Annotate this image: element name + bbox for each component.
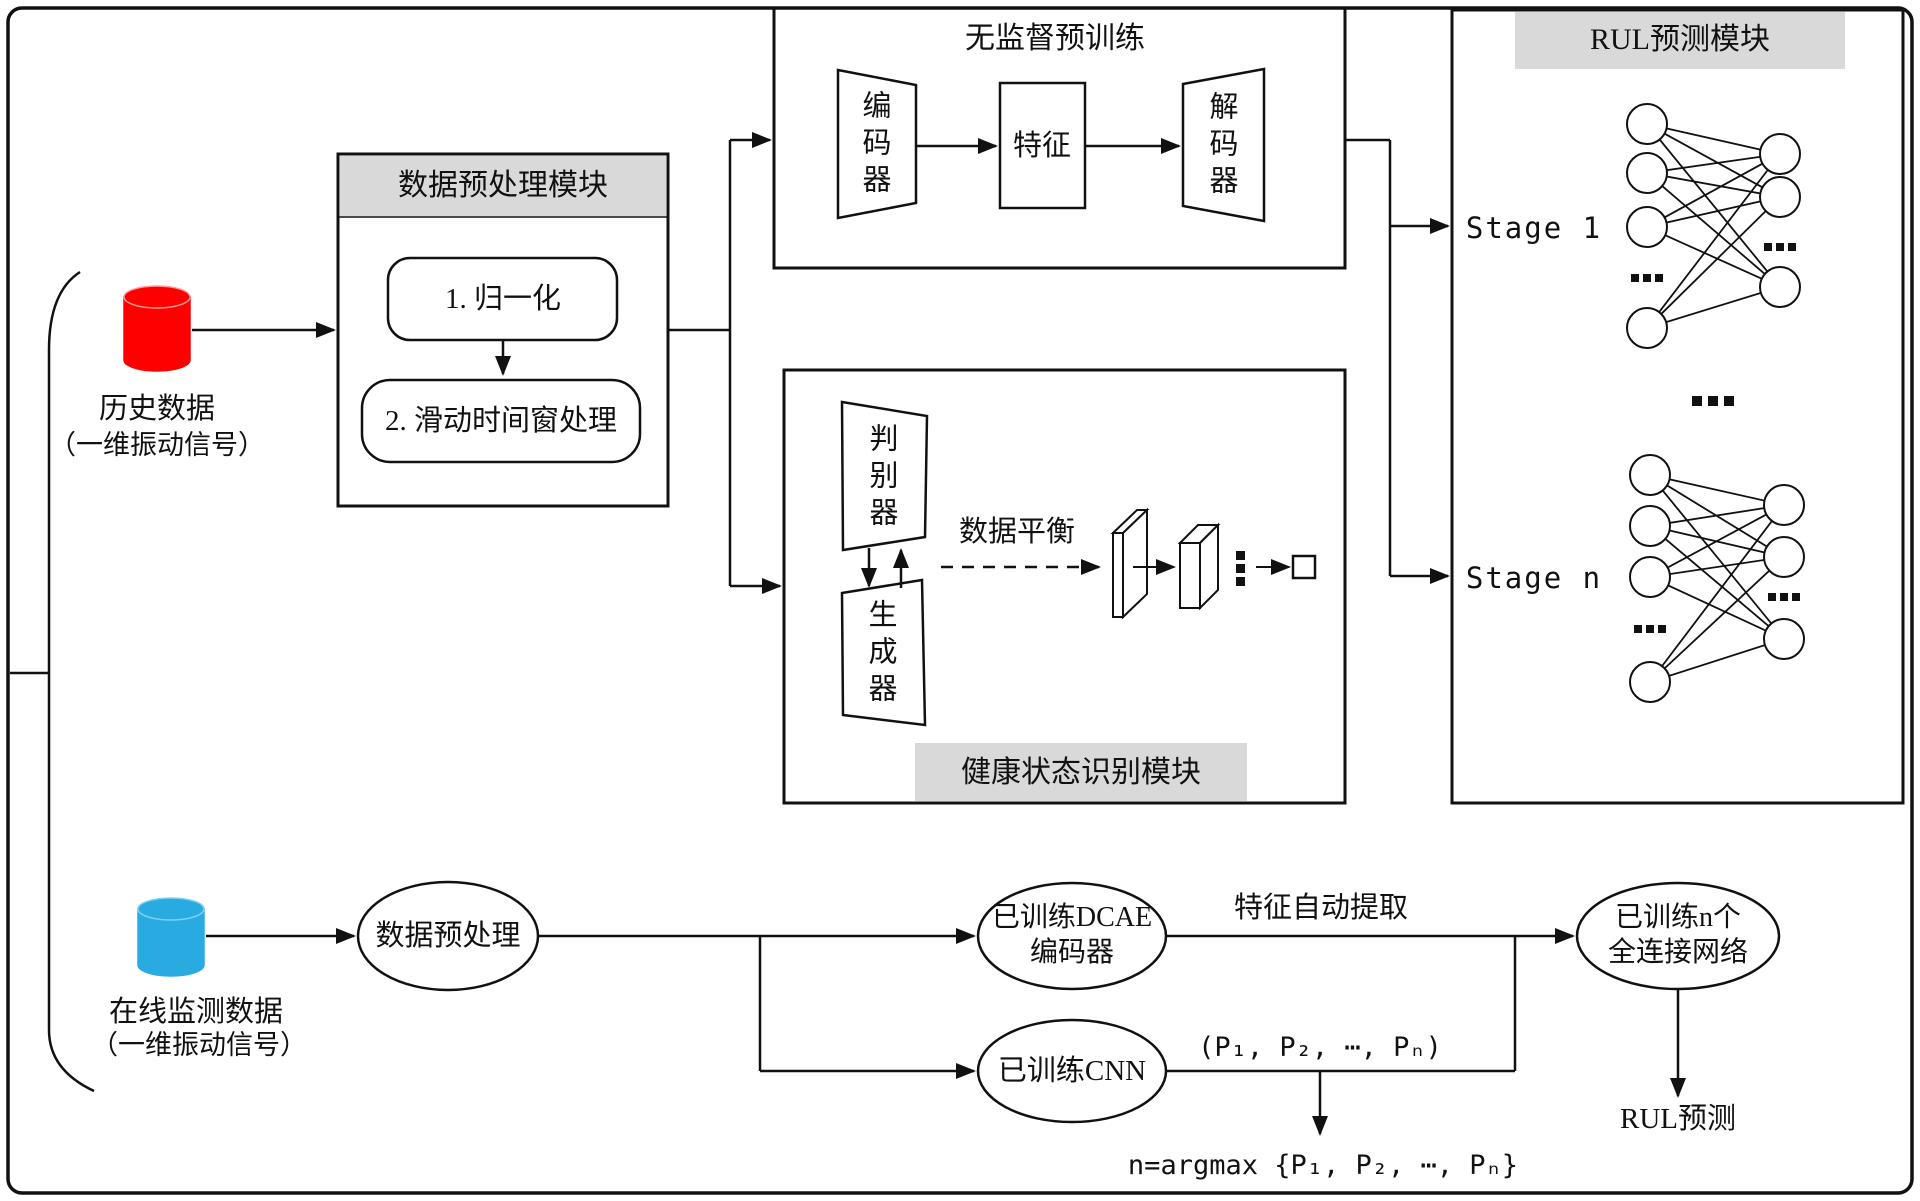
dcae-encoder-label: 已训练DCAE 编码器 [991,902,1153,968]
rul-module-box [1450,8,1905,805]
discriminator-label: 判别器 [869,423,899,530]
preprocess-module-box [336,152,670,508]
online-db-cylinder [137,897,205,977]
feature-label: 特征 [1012,130,1072,162]
rul-module-title: RUL预测模块 [1590,23,1770,56]
historical-db-label-line1: 历史数据 [98,393,216,425]
health-module-title-bar [915,743,1247,801]
online-flow-nodes [356,880,1781,1124]
health-module-title: 健康状态识别模块 [961,756,1201,789]
preprocess-module-title: 数据预处理模块 [398,169,608,202]
pretrain-module-title: 无监督预训练 [965,22,1145,55]
decoder-label: 解码器 [1209,91,1239,198]
online-preprocess-label: 数据预处理 [375,920,521,952]
data-balance-label: 数据平衡 [958,516,1076,548]
preprocess-ellipse [356,880,540,992]
online-flow-connectors [206,928,1686,1136]
fc-networks-ellipse [1575,881,1781,991]
generator-label: 生成器 [868,599,898,706]
discriminator-trapezoid [840,400,929,552]
preprocess-module-header [340,156,666,216]
conv-panel-2 [1177,522,1221,611]
vertical-ellipsis-dots [1236,551,1245,586]
branch-connector [668,132,782,594]
conv-panel-1 [1110,507,1150,620]
sliding-window-step-label: 2. 滑动时间窗处理 [384,405,618,437]
stage-n-label: Stage n [1465,561,1603,595]
health-module-box [782,368,1347,805]
rul-module-header [1515,12,1845,69]
stage-n-network [1629,454,1805,703]
rul-output-label: RUL预测 [1619,1103,1737,1135]
normalize-step-label: 1. 归一化 [444,283,562,315]
encoder-label: 编码器 [862,90,892,197]
left-brace [10,270,95,1093]
feature-extract-label: 特征自动提取 [1233,892,1409,924]
decoder-trapezoid [1181,67,1266,223]
historical-db-cylinder [123,285,191,372]
pretrain-to-rul-connector [1345,138,1450,584]
online-db-label-line1: 在线监测数据 [108,996,284,1028]
historical-db-label-line2: （一维振动信号） [49,430,265,460]
stage-n-ellipsis-dots [1634,593,1800,633]
encoder-trapezoid [836,68,918,220]
cnn-label: 已训练CNN [997,1055,1147,1087]
sliding-window-step-box [360,378,642,464]
generator-trapezoid [840,578,927,727]
dcae-encoder-ellipse [976,881,1168,991]
stage1-label: Stage 1 [1465,211,1603,245]
online-db-label-line2: （一维振动信号） [91,1030,307,1060]
cnn-ellipse [976,1018,1168,1124]
pretrain-module-box [772,6,1347,270]
prob-vector-label: (P₁, P₂, ⋯, Pₙ) [1198,1032,1442,1063]
stage1-ellipsis-dots [1631,243,1796,282]
fc-networks-label: 已训练n个 全连接网络 [1607,902,1748,968]
argmax-label: n=argmax {P₁, P₂, ⋯, Pₙ} [1127,1150,1519,1181]
between-stages-ellipsis-dots [1692,396,1734,406]
stage1-network [1626,103,1801,349]
output-square [1291,554,1317,580]
